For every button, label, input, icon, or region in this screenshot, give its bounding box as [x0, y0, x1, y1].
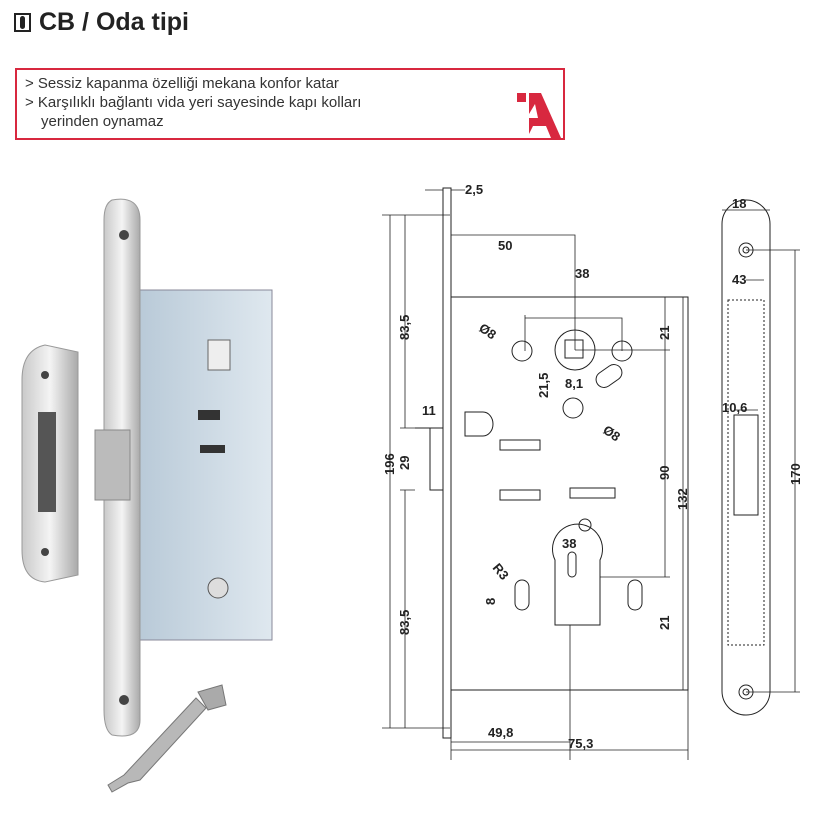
page-title: CB / Oda tipi — [14, 8, 189, 37]
feature-line: yerinden oynamaz — [41, 113, 164, 130]
dim-depth: 75,3 — [568, 736, 593, 751]
technical-drawing: 2,5 50 38 Ø8 Ø8 21,5 8,1 21 21 196 83,5 … — [382, 182, 803, 760]
feature-line: > Karşılıklı bağlantı vida yeri sayesind… — [25, 94, 362, 111]
title-text: CB / Oda tipi — [39, 8, 189, 36]
dim-90: 90 — [657, 466, 672, 480]
dim-bottom-21: 21 — [657, 616, 672, 630]
dim-hole-43: 43 — [732, 272, 746, 287]
dim-latch-width: 11 — [422, 403, 436, 418]
latch-bolt — [94, 429, 131, 501]
dim-backset-top: 50 — [498, 238, 512, 253]
dim-plate-length: 170 — [788, 463, 803, 485]
dim-cylinder-38: 38 — [562, 536, 576, 551]
dim-hole-dia-lower: Ø8 — [600, 422, 623, 444]
dim-slot: 8 — [483, 598, 498, 605]
dim-front-plate-thickness: 2,5 — [465, 182, 483, 197]
feature-box: > Sessiz kapanma özelliği mekana konfor … — [15, 68, 565, 140]
lock-type-icon — [14, 13, 31, 32]
key-icon — [107, 684, 227, 793]
product-photo — [21, 198, 273, 793]
dim-hole-dia-left: Ø8 — [476, 320, 499, 342]
dim-offset: 21,5 — [536, 373, 551, 398]
dim-top-21: 21 — [657, 326, 672, 340]
dim-plate-width: 18 — [732, 196, 746, 211]
dim-latch-height: 29 — [397, 456, 412, 470]
dim-lower: 83,5 — [397, 610, 412, 635]
dim-radius: R3 — [490, 560, 512, 582]
strike-plate — [21, 344, 79, 583]
lock-body — [139, 289, 273, 641]
dim-spindle: 8,1 — [565, 376, 583, 391]
dim-latch-opening: 10,6 — [722, 400, 747, 415]
dim-backset: 49,8 — [488, 725, 513, 740]
feature-line: > Sessiz kapanma özelliği mekana konfor … — [25, 75, 339, 92]
brand-logo-icon — [517, 93, 561, 138]
dim-132: 132 — [675, 488, 690, 510]
dim-handle-spacing: 38 — [575, 266, 589, 281]
dim-upper: 83,5 — [397, 315, 412, 340]
dim-total-height: 196 — [382, 453, 397, 475]
